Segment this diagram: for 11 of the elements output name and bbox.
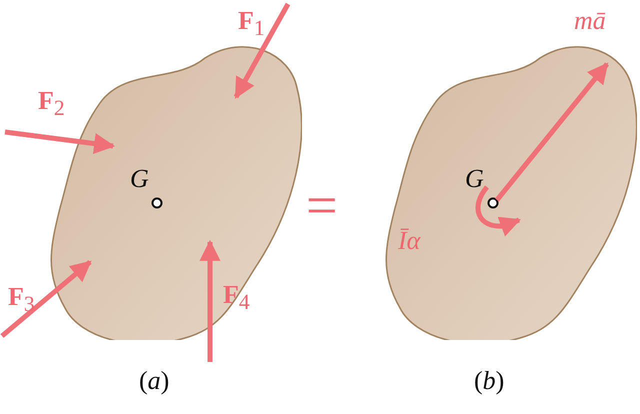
point-label: G: [465, 166, 484, 192]
moment-label: Īα: [398, 228, 420, 254]
panel-label: (a): [139, 368, 170, 394]
force-label: F$_{3}$: [8, 284, 35, 316]
force-label: F$_{4}$: [223, 282, 250, 314]
equals-sign: =: [306, 178, 338, 234]
force-label: F$_{2}$: [38, 88, 65, 120]
force-label: F$_{1}$: [238, 8, 265, 40]
acceleration-label: mā: [574, 8, 606, 34]
panel-label: (b): [474, 368, 504, 394]
point-label: G: [130, 166, 149, 192]
